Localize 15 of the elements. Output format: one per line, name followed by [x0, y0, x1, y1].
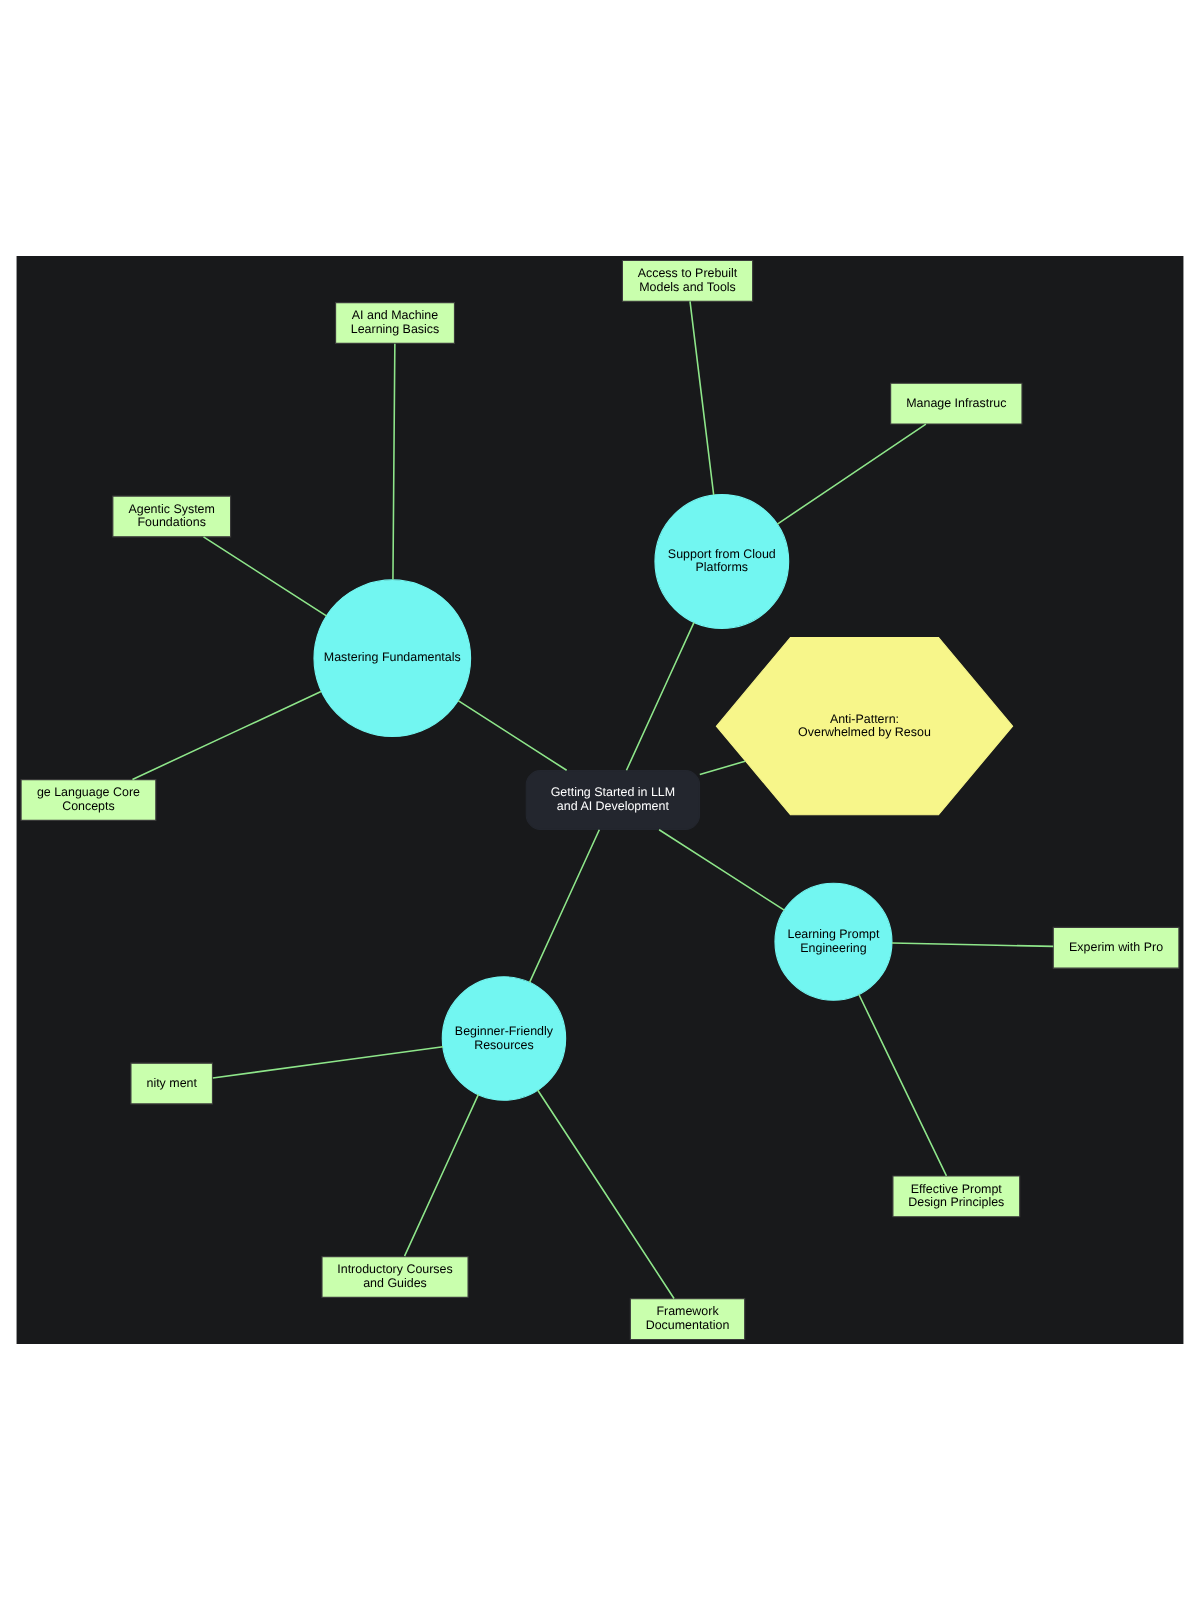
connector: [131, 690, 322, 781]
connector: [858, 993, 948, 1177]
connector: [403, 1093, 480, 1257]
connector: [202, 536, 328, 617]
connector: [625, 621, 695, 772]
connector: [392, 342, 396, 581]
connector: [689, 300, 715, 496]
connector: [776, 423, 927, 525]
connector: [457, 699, 568, 772]
connector: [658, 828, 786, 911]
connector: [699, 760, 746, 776]
connector: [528, 828, 601, 984]
connector: [891, 942, 1054, 948]
connector: [212, 1045, 444, 1079]
connector: [536, 1089, 675, 1300]
